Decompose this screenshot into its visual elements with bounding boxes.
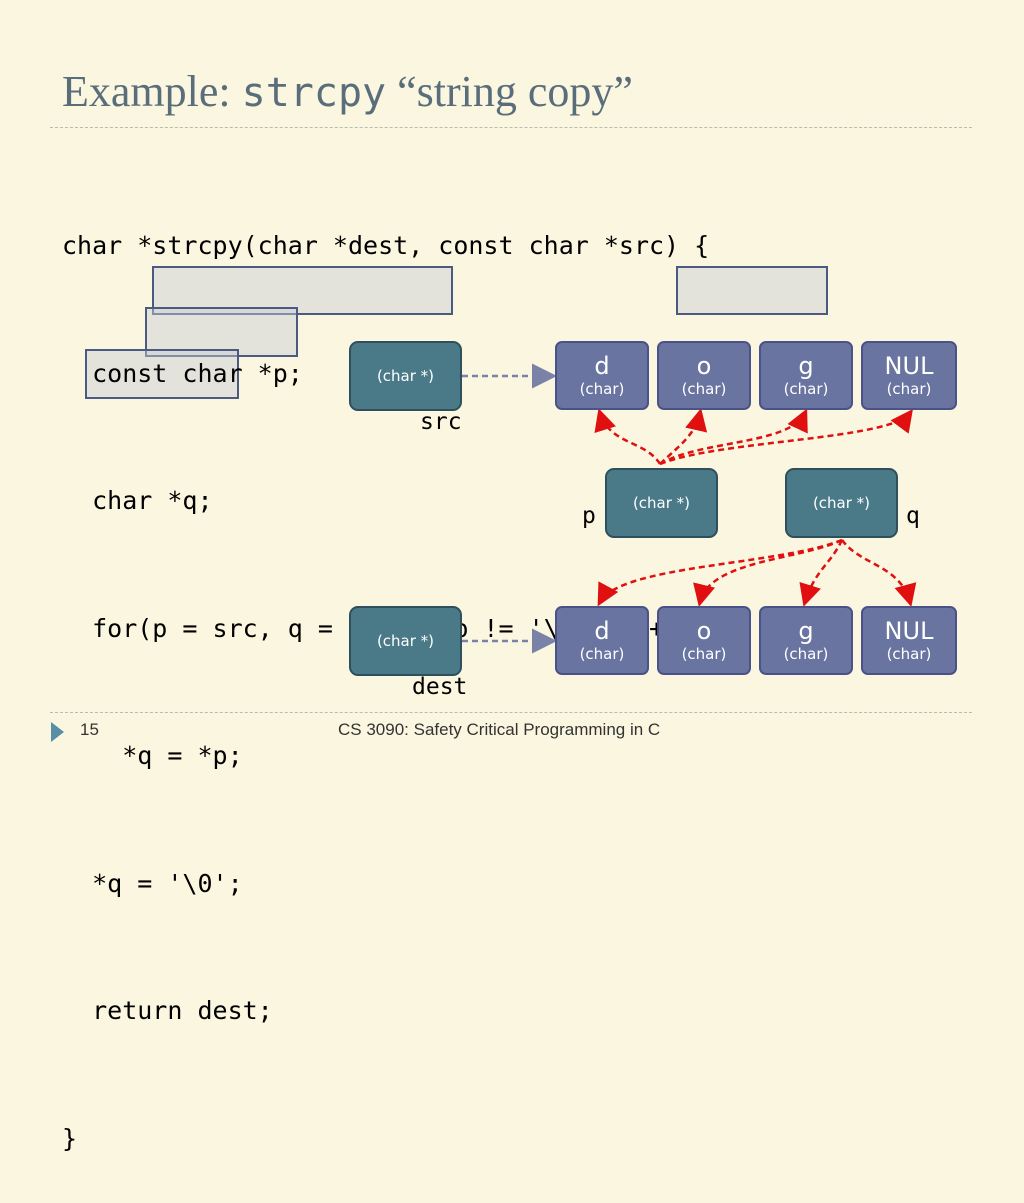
title-prefix: Example: [62, 67, 242, 116]
init-highlight [152, 266, 453, 315]
dest-cell-char: d [594, 616, 610, 645]
course-footer: CS 3090: Safety Critical Programming in … [338, 720, 661, 739]
code-line: *q = *p; [62, 741, 243, 770]
title-divider [50, 127, 972, 128]
dest-label: dest [412, 674, 468, 700]
code-line: *q = '\0'; [62, 868, 243, 898]
src-cell-char: o [696, 351, 712, 380]
copy-highlight [145, 307, 298, 357]
q-pointer-type: (char *) [812, 494, 871, 512]
dest-cell-0: d (char) [555, 606, 649, 675]
code-line: char *strcpy(char *dest, const char *src… [62, 231, 710, 260]
bullet-triangle-icon [51, 722, 64, 742]
dest-cell-type: (char) [681, 644, 727, 663]
dest-cell-2: g (char) [759, 606, 853, 675]
src-cell-type: (char) [886, 379, 932, 398]
dest-cell-type: (char) [783, 644, 829, 663]
dest-cell-type: (char) [579, 644, 625, 663]
src-cell-0: d (char) [555, 341, 649, 410]
dest-cell-char: o [696, 616, 712, 645]
dest-cell-char: NUL [884, 616, 934, 645]
src-label: src [420, 409, 462, 435]
p-iteration-arrows [594, 408, 913, 466]
src-cell-1: o (char) [657, 341, 751, 410]
src-cell-char: d [594, 351, 610, 380]
increment-highlight [676, 266, 828, 315]
src-cell-char: g [798, 351, 814, 380]
src-pointer-type: (char *) [376, 367, 435, 385]
page-number: 15 [80, 720, 99, 739]
q-iteration-arrows [597, 538, 917, 607]
dest-cell-type: (char) [886, 644, 932, 663]
code-line: const char *p; [62, 358, 303, 388]
dest-pointer-box: (char *) [349, 606, 462, 676]
terminate-highlight [85, 349, 239, 399]
footer-divider [50, 712, 972, 713]
dest-cell-1: o (char) [657, 606, 751, 675]
slide-title: Example: strcpy “string copy” [62, 66, 633, 117]
src-cell-3: NUL (char) [861, 341, 957, 410]
src-cell-2: g (char) [759, 341, 853, 410]
diagram-arrows [462, 363, 917, 654]
src-cell-type: (char) [681, 379, 727, 398]
title-suffix: “string copy” [386, 67, 633, 116]
p-pointer-box: (char *) [605, 468, 718, 538]
q-label: q [906, 503, 920, 529]
code-line: char *q; [62, 486, 213, 515]
src-cell-char: NUL [884, 351, 934, 380]
title-code: strcpy [241, 70, 387, 116]
src-pointer-box: (char *) [349, 341, 462, 411]
dest-cell-3: NUL (char) [861, 606, 957, 675]
p-pointer-type: (char *) [632, 494, 691, 512]
src-cell-type: (char) [783, 379, 829, 398]
code-line: } [62, 1123, 78, 1153]
dest-pointer-type: (char *) [376, 632, 435, 650]
dest-cell-char: g [798, 616, 814, 645]
p-label: p [582, 503, 596, 529]
src-cell-type: (char) [579, 379, 625, 398]
q-pointer-box: (char *) [785, 468, 898, 538]
code-line: return dest; [62, 996, 273, 1025]
